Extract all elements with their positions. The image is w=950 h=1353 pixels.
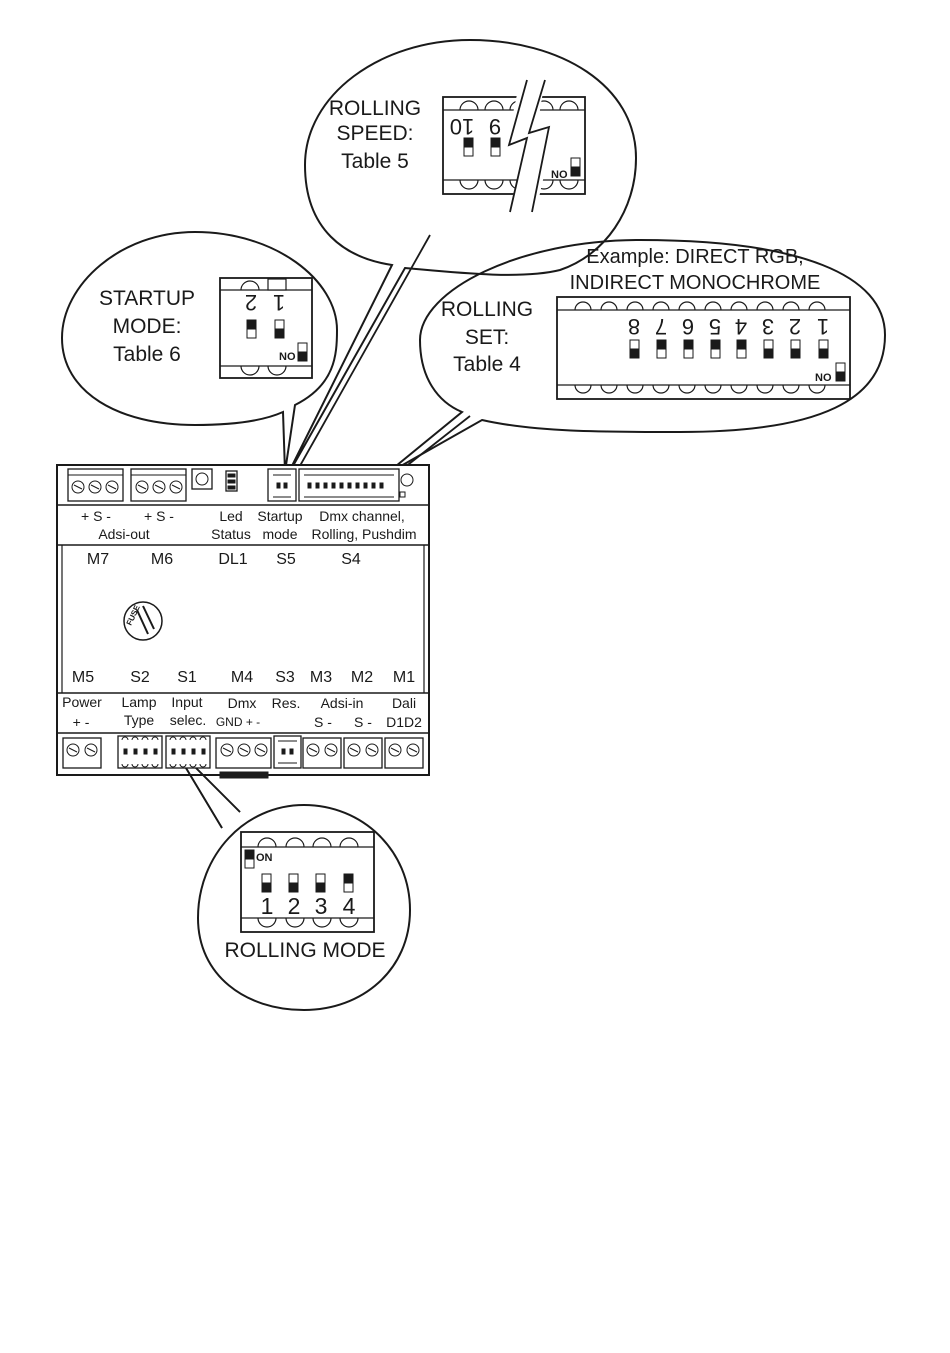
dmx-channel-switch-small	[298, 468, 400, 502]
rolling-speed-on-label: NO	[551, 169, 568, 181]
power-label: Power	[62, 694, 102, 710]
rolling-set-num-8: 8	[628, 314, 640, 339]
rolling-mode-num-1: 1	[261, 893, 274, 919]
rolling-speed-title-1: ROLLING	[329, 97, 421, 120]
adsi-in-label: Adsi-in	[321, 695, 364, 711]
rolling-set-title-1: ROLLING	[441, 298, 533, 321]
adsi-out-pins-1: + S -	[81, 508, 111, 524]
rolling-mode-num-3: 3	[315, 893, 328, 919]
rolling-set-dip-switch: 8 7 6 5 4 3 2 1 NO	[556, 296, 851, 400]
adsi-out-label: Adsi-out	[98, 526, 149, 542]
code-m7: M7	[87, 551, 109, 568]
status-led	[191, 468, 213, 490]
startup-mode-callout: STARTUP MODE: Table 6 2 1 NO	[60, 230, 339, 473]
rolling-mode-dip-switch: ON 1 2 3 4	[240, 831, 375, 933]
rolling-speed-num-9: 9	[489, 114, 501, 139]
fuse-icon: FUSE	[123, 601, 163, 641]
rolling-set-example-1: Example: DIRECT RGB,	[586, 246, 803, 268]
rolling-set-num-5: 5	[709, 314, 721, 339]
pushbutton	[400, 473, 414, 487]
power-pins: + -	[73, 714, 90, 730]
selec-label: selec.	[170, 712, 207, 728]
startup-mode-on-label: NO	[279, 351, 296, 363]
lamp-type-switch	[117, 735, 163, 769]
rolling-mode-on-label: ON	[256, 852, 273, 864]
adsi-in-terminal-2	[343, 737, 383, 769]
startup-mode-num-1: 1	[273, 290, 285, 315]
rolling-speed-title-2: SPEED:	[336, 122, 413, 145]
lamp-label: Lamp	[121, 694, 156, 710]
code-s4: S4	[341, 551, 361, 568]
small-led	[399, 491, 406, 498]
rolling-set-num-1: 1	[817, 314, 829, 339]
code-m1: M1	[393, 669, 415, 686]
dmx-label: Dmx	[228, 695, 257, 711]
rolling-set-num-3: 3	[762, 314, 774, 339]
startup-mode-title-3: Table 6	[113, 343, 181, 366]
startup-mode-switch-small	[267, 468, 297, 502]
code-s3: S3	[275, 669, 295, 686]
rolling-mode-num-4: 4	[343, 893, 356, 919]
dali-label: Dali	[392, 695, 416, 711]
adsi-in-terminal-1	[302, 737, 342, 769]
startup-mode-dip-switch: 2 1 NO	[219, 277, 313, 379]
startup-mode-num-2: 2	[245, 290, 257, 315]
led-label: Led	[219, 508, 242, 524]
rolling-pushdim-label: Rolling, Pushdim	[311, 526, 416, 542]
rolling-speed-num-10: 10	[450, 114, 474, 139]
rolling-set-title-2: SET:	[465, 326, 509, 349]
code-m3: M3	[310, 669, 332, 686]
power-terminal	[62, 737, 102, 769]
code-s5: S5	[276, 551, 296, 568]
rolling-set-num-4: 4	[735, 314, 747, 339]
adsi-out-terminal-2	[130, 468, 187, 502]
code-s1: S1	[177, 669, 197, 686]
rolling-set-num-6: 6	[682, 314, 694, 339]
input-label: Input	[171, 694, 202, 710]
controller-module: + S - + S - Adsi-out Led Status Startup …	[56, 464, 430, 779]
res-label: Res.	[272, 695, 301, 711]
res-switch	[273, 735, 302, 769]
startup-mode-title-1: STARTUP	[99, 287, 195, 310]
jumper-connector	[225, 470, 238, 492]
code-m5: M5	[72, 669, 94, 686]
rolling-mode-num-2: 2	[288, 893, 301, 919]
rolling-set-num-7: 7	[655, 314, 667, 339]
code-s2: S2	[130, 669, 150, 686]
rolling-set-callout: Example: DIRECT RGB, INDIRECT MONOCHROME…	[384, 238, 887, 476]
dali-pins: D1D2	[386, 714, 422, 730]
code-dl1: DL1	[218, 551, 247, 568]
startup-label: Startup	[257, 508, 302, 524]
adsi-in-pins-2: S -	[354, 714, 372, 730]
startup-mode-title-2: MODE:	[113, 315, 182, 338]
mode-label: mode	[262, 526, 297, 542]
rolling-set-title-3: Table 4	[453, 353, 521, 376]
rolling-speed-title-3: Table 5	[341, 150, 409, 173]
adsi-in-pins-1: S -	[314, 714, 332, 730]
type-label: Type	[124, 712, 155, 728]
dmx-channel-label: Dmx channel,	[319, 508, 405, 524]
rolling-speed-callout: ROLLING SPEED: Table 5 10 9 NO	[284, 38, 638, 481]
rolling-mode-title: ROLLING MODE	[224, 939, 385, 962]
rolling-set-example-2: INDIRECT MONOCHROME	[570, 272, 821, 294]
dmx-pins: GND + -	[216, 715, 260, 729]
adsi-out-terminal-1	[67, 468, 124, 502]
code-m4: M4	[231, 669, 253, 686]
input-selector-switch	[165, 735, 211, 769]
status-label: Status	[211, 526, 251, 542]
rolling-mode-callout: ON 1 2 3 4 ROLLING MODE	[185, 767, 412, 1012]
rolling-speed-dip-switch: 10 9 NO	[442, 79, 586, 215]
dali-terminal	[384, 737, 424, 769]
dmx-terminal	[215, 737, 272, 779]
adsi-out-pins-2: + S -	[144, 508, 174, 524]
code-m6: M6	[151, 551, 173, 568]
code-m2: M2	[351, 669, 373, 686]
rolling-set-num-2: 2	[789, 314, 801, 339]
rolling-set-on-label: NO	[815, 372, 832, 384]
